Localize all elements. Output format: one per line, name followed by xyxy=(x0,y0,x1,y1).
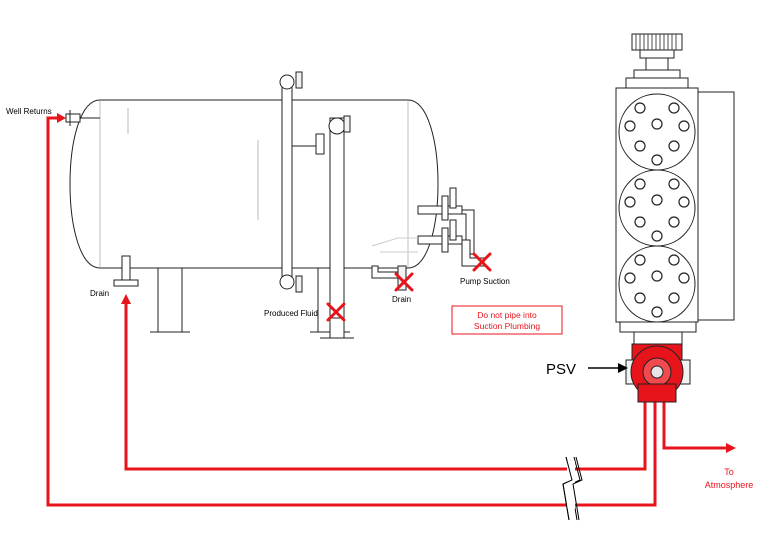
atmosphere-label-2: Atmosphere xyxy=(705,480,754,490)
psv-valve xyxy=(588,343,684,403)
x-mark-pump-suction xyxy=(472,252,492,272)
drain-label-left: Drain xyxy=(90,289,109,298)
horizontal-vessel xyxy=(65,99,439,333)
warning-line-2: Suction Plumbing xyxy=(474,321,540,331)
produced-fluid-label: Produced Fluid xyxy=(264,309,318,318)
red-piping xyxy=(46,113,736,521)
drain-arrowhead xyxy=(121,294,131,304)
x-mark-produced-fluid xyxy=(326,302,346,322)
x-mark-drain xyxy=(394,272,414,292)
warning-line-1: Do not pipe into xyxy=(477,310,537,320)
psv-label: PSV xyxy=(546,361,576,378)
vessel-leg-left xyxy=(157,267,183,333)
pump-suction-label: Pump Suction xyxy=(460,277,510,286)
pump-unit xyxy=(615,33,735,385)
well-returns-label: Well Returns xyxy=(6,107,52,116)
level-bridle xyxy=(279,71,354,339)
warning-box xyxy=(451,305,563,335)
atmosphere-label-1: To xyxy=(724,467,734,477)
atmosphere-pipe xyxy=(662,402,728,450)
drain-label-right: Drain xyxy=(392,295,411,304)
well-returns-pipe xyxy=(46,116,657,507)
atmosphere-arrowhead xyxy=(726,443,736,453)
well-returns-arrowhead xyxy=(57,113,66,123)
drain-pipe xyxy=(124,300,647,471)
